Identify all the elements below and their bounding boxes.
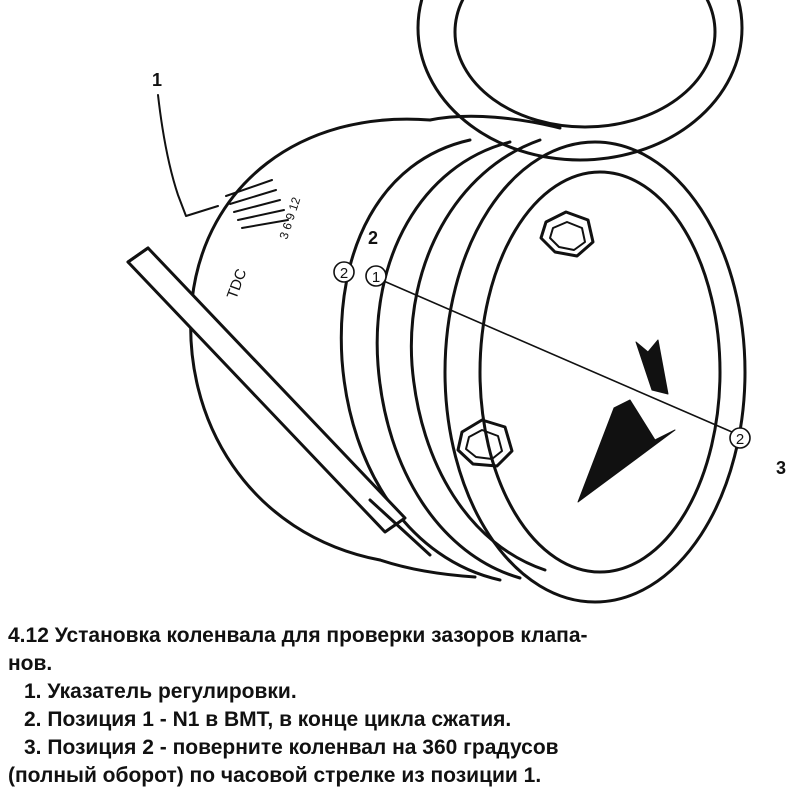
bolt-upper: [539, 210, 595, 258]
upper-pulley: [416, 0, 744, 162]
pulley-face: [443, 140, 747, 604]
pulley-rims: [339, 138, 547, 582]
scale-digits: 3 6 9 12: [277, 195, 304, 241]
position-mark-left-2: 2: [333, 261, 355, 283]
caption-item-1: 1. Указатель регулировки.: [24, 680, 297, 703]
adjustment-pointer: [126, 246, 432, 557]
caption-title-line-1: 4.12 Установка коленвала для проверки за…: [8, 624, 588, 647]
caption-item-2: 2. Позиция 1 - N1 в ВМТ, в конце цикла с…: [24, 708, 512, 731]
position-mark-label: 1: [372, 269, 380, 286]
callout-1: 1: [152, 70, 162, 90]
caption-item-3-line-1: 3. Позиция 2 - поверните коленвал на 360…: [24, 736, 559, 759]
tdc-label: TDC: [224, 266, 251, 301]
bolt-lower: [456, 418, 514, 468]
crankshaft-pulley-illustration: 2 1 2 1 2 3 TDC 3 6 9 12: [126, 0, 786, 604]
position-mark-label: 2: [736, 431, 744, 448]
position-mark-label: 2: [340, 265, 348, 282]
timing-scale: [225, 179, 289, 229]
callout-1-leader: [157, 94, 219, 217]
position-mark-right-2: 2: [729, 427, 751, 449]
caption-item-3-line-2: (полный оборот) по часовой стрелке из по…: [8, 764, 542, 787]
position-mark-1: 1: [365, 265, 387, 287]
figure-caption: 4.12 Установка коленвала для проверки за…: [8, 622, 794, 790]
callout-2: 2: [368, 228, 378, 248]
rotation-arrow: [577, 339, 676, 503]
position-line: [385, 281, 733, 433]
callout-3: 3: [776, 458, 786, 478]
caption-title-line-2: нов.: [8, 652, 53, 675]
